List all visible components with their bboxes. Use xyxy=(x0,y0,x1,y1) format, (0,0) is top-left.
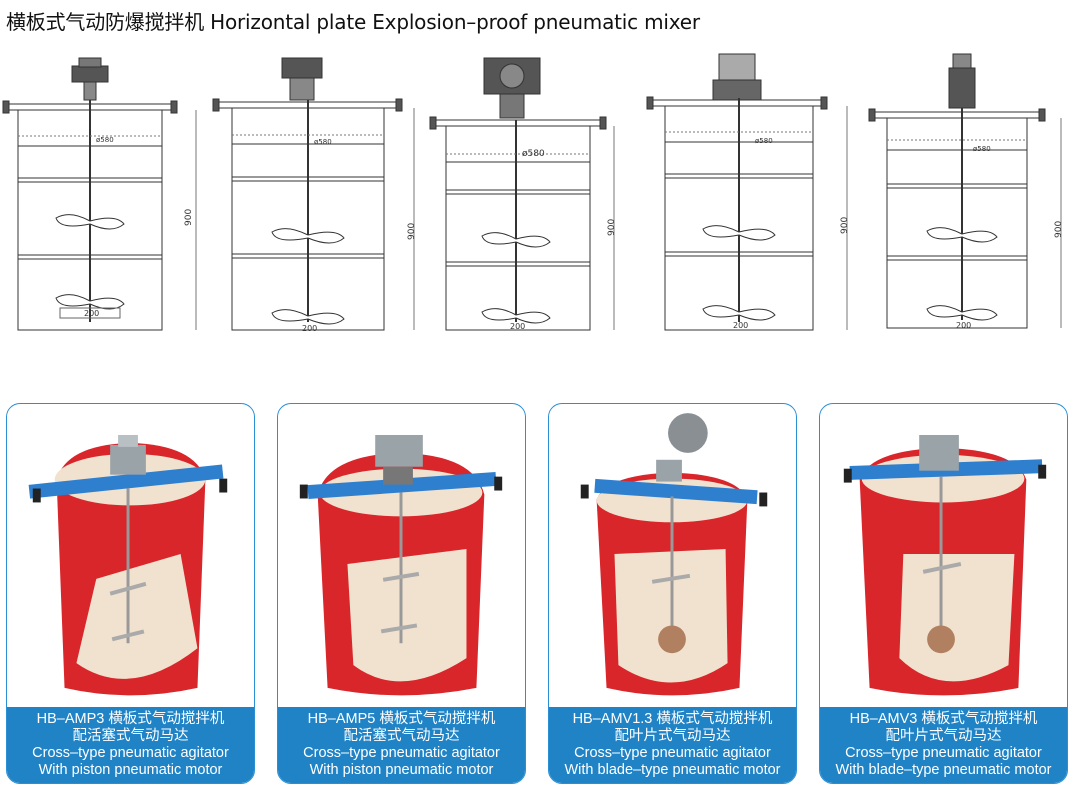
model-name: HB–AMP5 横板式气动搅拌机 xyxy=(307,711,496,727)
model-name: HB–AMV3 横板式气动搅拌机 xyxy=(849,711,1038,727)
product-type-en: Cross–type pneumatic agitator xyxy=(32,745,229,761)
impeller-label: 200 xyxy=(84,309,99,318)
model-name: HB–AMV1.3 横板式气动搅拌机 xyxy=(572,711,773,727)
motor-type-en: With blade–type pneumatic motor xyxy=(835,762,1052,778)
impeller-label: 200 xyxy=(510,322,525,331)
height-label: 900 xyxy=(407,223,417,240)
motor-type-en: With piston pneumatic motor xyxy=(309,762,494,778)
drawing-5: ø580 900 200 xyxy=(868,53,1064,330)
motor-type-en: With piston pneumatic motor xyxy=(38,762,223,778)
technical-drawings: ø580 900 200 ø580 900 200 xyxy=(0,40,1078,350)
product-card-hb-amv3: HB–AMV3 横板式气动搅拌机 配叶片式气动马达 Cross–type pne… xyxy=(819,403,1068,784)
mixer-photo xyxy=(580,413,768,696)
vane-motor-icon xyxy=(948,53,976,109)
product-type-en: Cross–type pneumatic agitator xyxy=(303,745,500,761)
height-label: 900 xyxy=(184,209,194,226)
piston-motor-icon xyxy=(281,57,323,101)
product-caption: HB–AMV3 横板式气动搅拌机 配叶片式气动马达 Cross–type pne… xyxy=(820,707,1067,783)
motor-type-zh: 配活塞式气动马达 xyxy=(72,728,189,744)
diameter-label: ø580 xyxy=(314,138,332,146)
product-card-hb-amv1.3: HB–AMV1.3 横板式气动搅拌机 配叶片式气动马达 Cross–type p… xyxy=(548,403,797,784)
product-caption: HB–AMP5 横板式气动搅拌机 配活塞式气动马达 Cross–type pne… xyxy=(278,707,525,783)
motor-type-zh: 配活塞式气动马达 xyxy=(343,728,460,744)
product-caption: HB–AMV1.3 横板式气动搅拌机 配叶片式气动马达 Cross–type p… xyxy=(549,707,796,783)
piston-motor-icon xyxy=(71,57,109,101)
product-type-en: Cross–type pneumatic agitator xyxy=(845,745,1042,761)
impeller-label: 200 xyxy=(302,324,317,333)
motor-type-zh: 配叶片式气动马达 xyxy=(614,728,731,744)
drawing-1: ø580 900 200 xyxy=(2,57,197,331)
impeller-label: 200 xyxy=(956,321,971,330)
diameter-label: ø580 xyxy=(522,149,545,159)
product-caption: HB–AMP3 横板式气动搅拌机 配活塞式气动马达 Cross–type pne… xyxy=(7,707,254,783)
model-name: HB–AMP3 横板式气动搅拌机 xyxy=(36,711,225,727)
height-label: 900 xyxy=(1054,221,1064,238)
height-label: 900 xyxy=(840,217,850,234)
product-type-en: Cross–type pneumatic agitator xyxy=(574,745,771,761)
product-card-hb-amp5: HB–AMP5 横板式气动搅拌机 配活塞式气动马达 Cross–type pne… xyxy=(277,403,526,784)
diameter-label: ø580 xyxy=(973,145,991,153)
motor-type-en: With blade–type pneumatic motor xyxy=(564,762,781,778)
impeller-label: 200 xyxy=(733,321,748,330)
product-card-hb-amp3: HB–AMP3 横板式气动搅拌机 配活塞式气动马达 Cross–type pne… xyxy=(6,403,255,784)
vane-motor-icon xyxy=(712,53,762,101)
drawing-2: ø580 900 200 xyxy=(212,57,417,333)
height-label: 900 xyxy=(607,219,617,236)
mixer-photo xyxy=(299,434,503,696)
drawing-3: ø580 900 200 xyxy=(429,57,617,331)
drawing-4: ø580 900 200 xyxy=(646,53,850,331)
mixer-photo xyxy=(28,434,228,696)
mixer-photo xyxy=(843,434,1047,696)
diameter-label: ø580 xyxy=(96,136,114,144)
motor-type-zh: 配叶片式气动马达 xyxy=(885,728,1002,744)
page-title: 横板式气动防爆搅拌机 Horizontal plate Explosion–pr… xyxy=(6,10,700,34)
piston-motor-icon xyxy=(483,57,541,119)
diameter-label: ø580 xyxy=(755,137,773,145)
